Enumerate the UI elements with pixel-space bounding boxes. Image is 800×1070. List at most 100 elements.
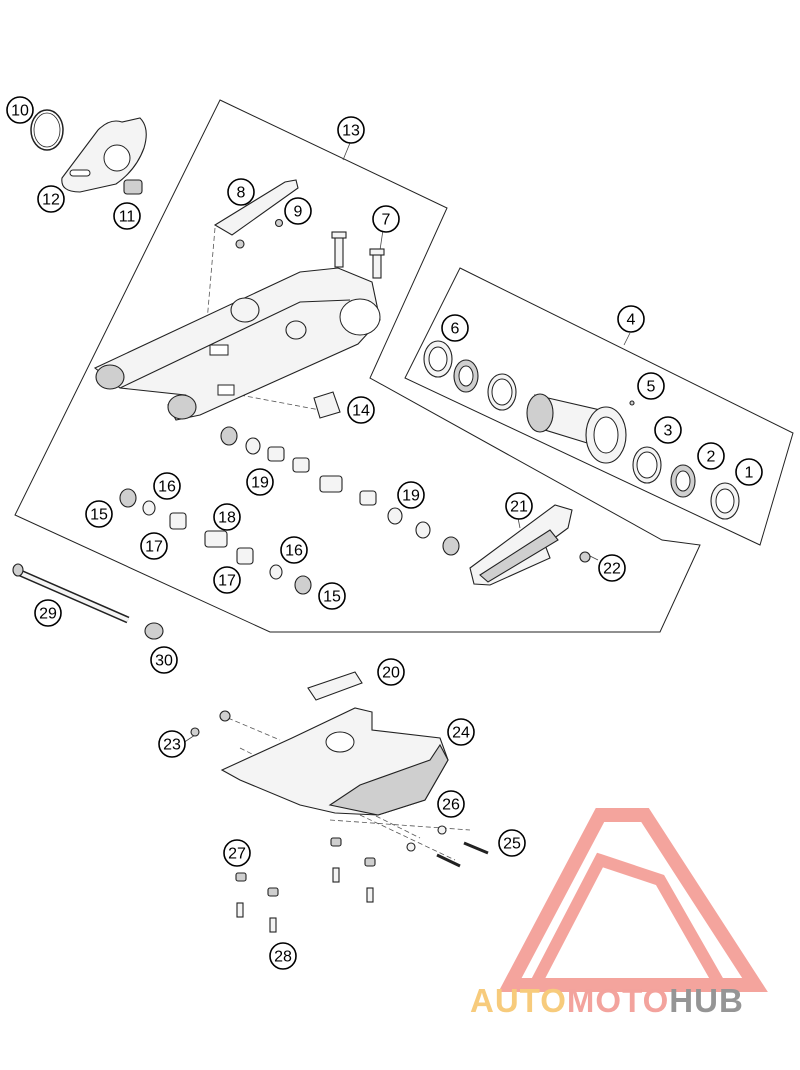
chain-guard-plate-part: [61, 117, 147, 193]
bolts-part: [331, 231, 385, 279]
callout-2: 2: [697, 442, 725, 470]
callout-circle: [140, 532, 168, 560]
callout-number: 17: [145, 539, 163, 556]
callout-circle: [337, 116, 365, 144]
swingarm-group-frame: [14, 99, 701, 633]
callout-circle: [213, 566, 241, 594]
callout-number: 15: [323, 589, 341, 606]
callout-circle: [150, 646, 178, 674]
callout-24: 24: [447, 718, 475, 746]
chain-guide-part: [469, 504, 591, 586]
callout-circle: [158, 730, 186, 758]
callout-circle: [377, 658, 405, 686]
callout-14: 14: [347, 396, 375, 424]
callout-circle: [85, 500, 113, 528]
callout-15: 15: [85, 500, 113, 528]
callout-number: 27: [228, 846, 246, 863]
bearing-parts: [423, 340, 740, 520]
callout-7: 7: [372, 205, 400, 233]
chain-slider-guide-part: [213, 179, 299, 249]
callout-circle: [223, 839, 251, 867]
watermark-hub: HUB: [669, 982, 744, 1019]
callout-number: 30: [155, 653, 173, 670]
callout-circle: [246, 468, 274, 496]
callout-number: 25: [503, 836, 521, 853]
bearing-group-frame: [404, 267, 794, 546]
callout-number: 13: [342, 123, 360, 140]
callout-20: 20: [377, 658, 405, 686]
callout-number: 5: [647, 379, 656, 396]
callout-6: 6: [441, 314, 469, 342]
callout-28: 28: [269, 942, 297, 970]
callout-number: 26: [442, 797, 460, 814]
callout-21: 21: [505, 492, 533, 520]
callout-circle: [697, 442, 725, 470]
callout-circle: [598, 554, 626, 582]
callout-30: 30: [150, 646, 178, 674]
sticker-part: [313, 391, 341, 419]
callout-circle: [227, 178, 255, 206]
callout-circle: [37, 185, 65, 213]
callout-9: 9: [284, 197, 312, 225]
callout-number: 21: [510, 499, 528, 516]
callout-circle: [113, 202, 141, 230]
callout-circle: [441, 314, 469, 342]
callout-number: 4: [627, 312, 636, 329]
callout-circle: [153, 472, 181, 500]
skid-plate-part: [190, 707, 449, 816]
callout-16: 16: [280, 536, 308, 564]
callout-number: 16: [285, 543, 303, 560]
callout-circle: [437, 790, 465, 818]
callout-23: 23: [158, 730, 186, 758]
callout-circle: [505, 492, 533, 520]
callout-number: 3: [664, 423, 673, 440]
circlip-ring-part: [30, 109, 64, 151]
callout-circle: [6, 96, 34, 124]
callout-19: 19: [397, 481, 425, 509]
callout-number: 17: [218, 573, 236, 590]
skid-plate-fasteners: [235, 825, 489, 933]
callout-circle: [34, 599, 62, 627]
axle-nut-part: [144, 622, 164, 640]
callout-number: 20: [382, 665, 400, 682]
callout-circle: [347, 396, 375, 424]
callout-circle: [617, 305, 645, 333]
callout-number: 16: [158, 479, 176, 496]
callout-number: 28: [274, 949, 292, 966]
callout-number: 19: [402, 488, 420, 505]
swingarm-axle-part: [12, 563, 130, 624]
callout-8: 8: [227, 178, 255, 206]
callout-circle: [280, 536, 308, 564]
callout-4: 4: [617, 305, 645, 333]
callout-1: 1: [735, 458, 763, 486]
callout-12: 12: [37, 185, 65, 213]
callout-number: 11: [119, 209, 136, 226]
callout-number: 12: [42, 192, 60, 209]
callout-number: 29: [39, 606, 57, 623]
callout-27: 27: [223, 839, 251, 867]
callout-circle: [447, 718, 475, 746]
callout-22: 22: [598, 554, 626, 582]
callout-number: 23: [163, 737, 181, 754]
callout-10: 10: [6, 96, 34, 124]
callout-3: 3: [654, 416, 682, 444]
callout-circle: [735, 458, 763, 486]
callout-circle: [284, 197, 312, 225]
callout-17: 17: [140, 532, 168, 560]
callout-number: 8: [237, 185, 246, 202]
spacer-sleeve-part: [123, 179, 143, 195]
callout-number: 9: [294, 204, 303, 221]
callout-number: 2: [707, 449, 716, 466]
callout-number: 15: [90, 507, 108, 524]
callout-number: 10: [11, 103, 29, 120]
callout-circle: [498, 829, 526, 857]
callout-circle: [372, 205, 400, 233]
callout-19: 19: [246, 468, 274, 496]
callout-number: 22: [603, 561, 621, 578]
callout-circle: [654, 416, 682, 444]
callout-16: 16: [153, 472, 181, 500]
callout-circle: [269, 942, 297, 970]
callout-13: 13: [337, 116, 365, 144]
callout-number: 18: [218, 510, 236, 527]
callout-29: 29: [34, 599, 62, 627]
